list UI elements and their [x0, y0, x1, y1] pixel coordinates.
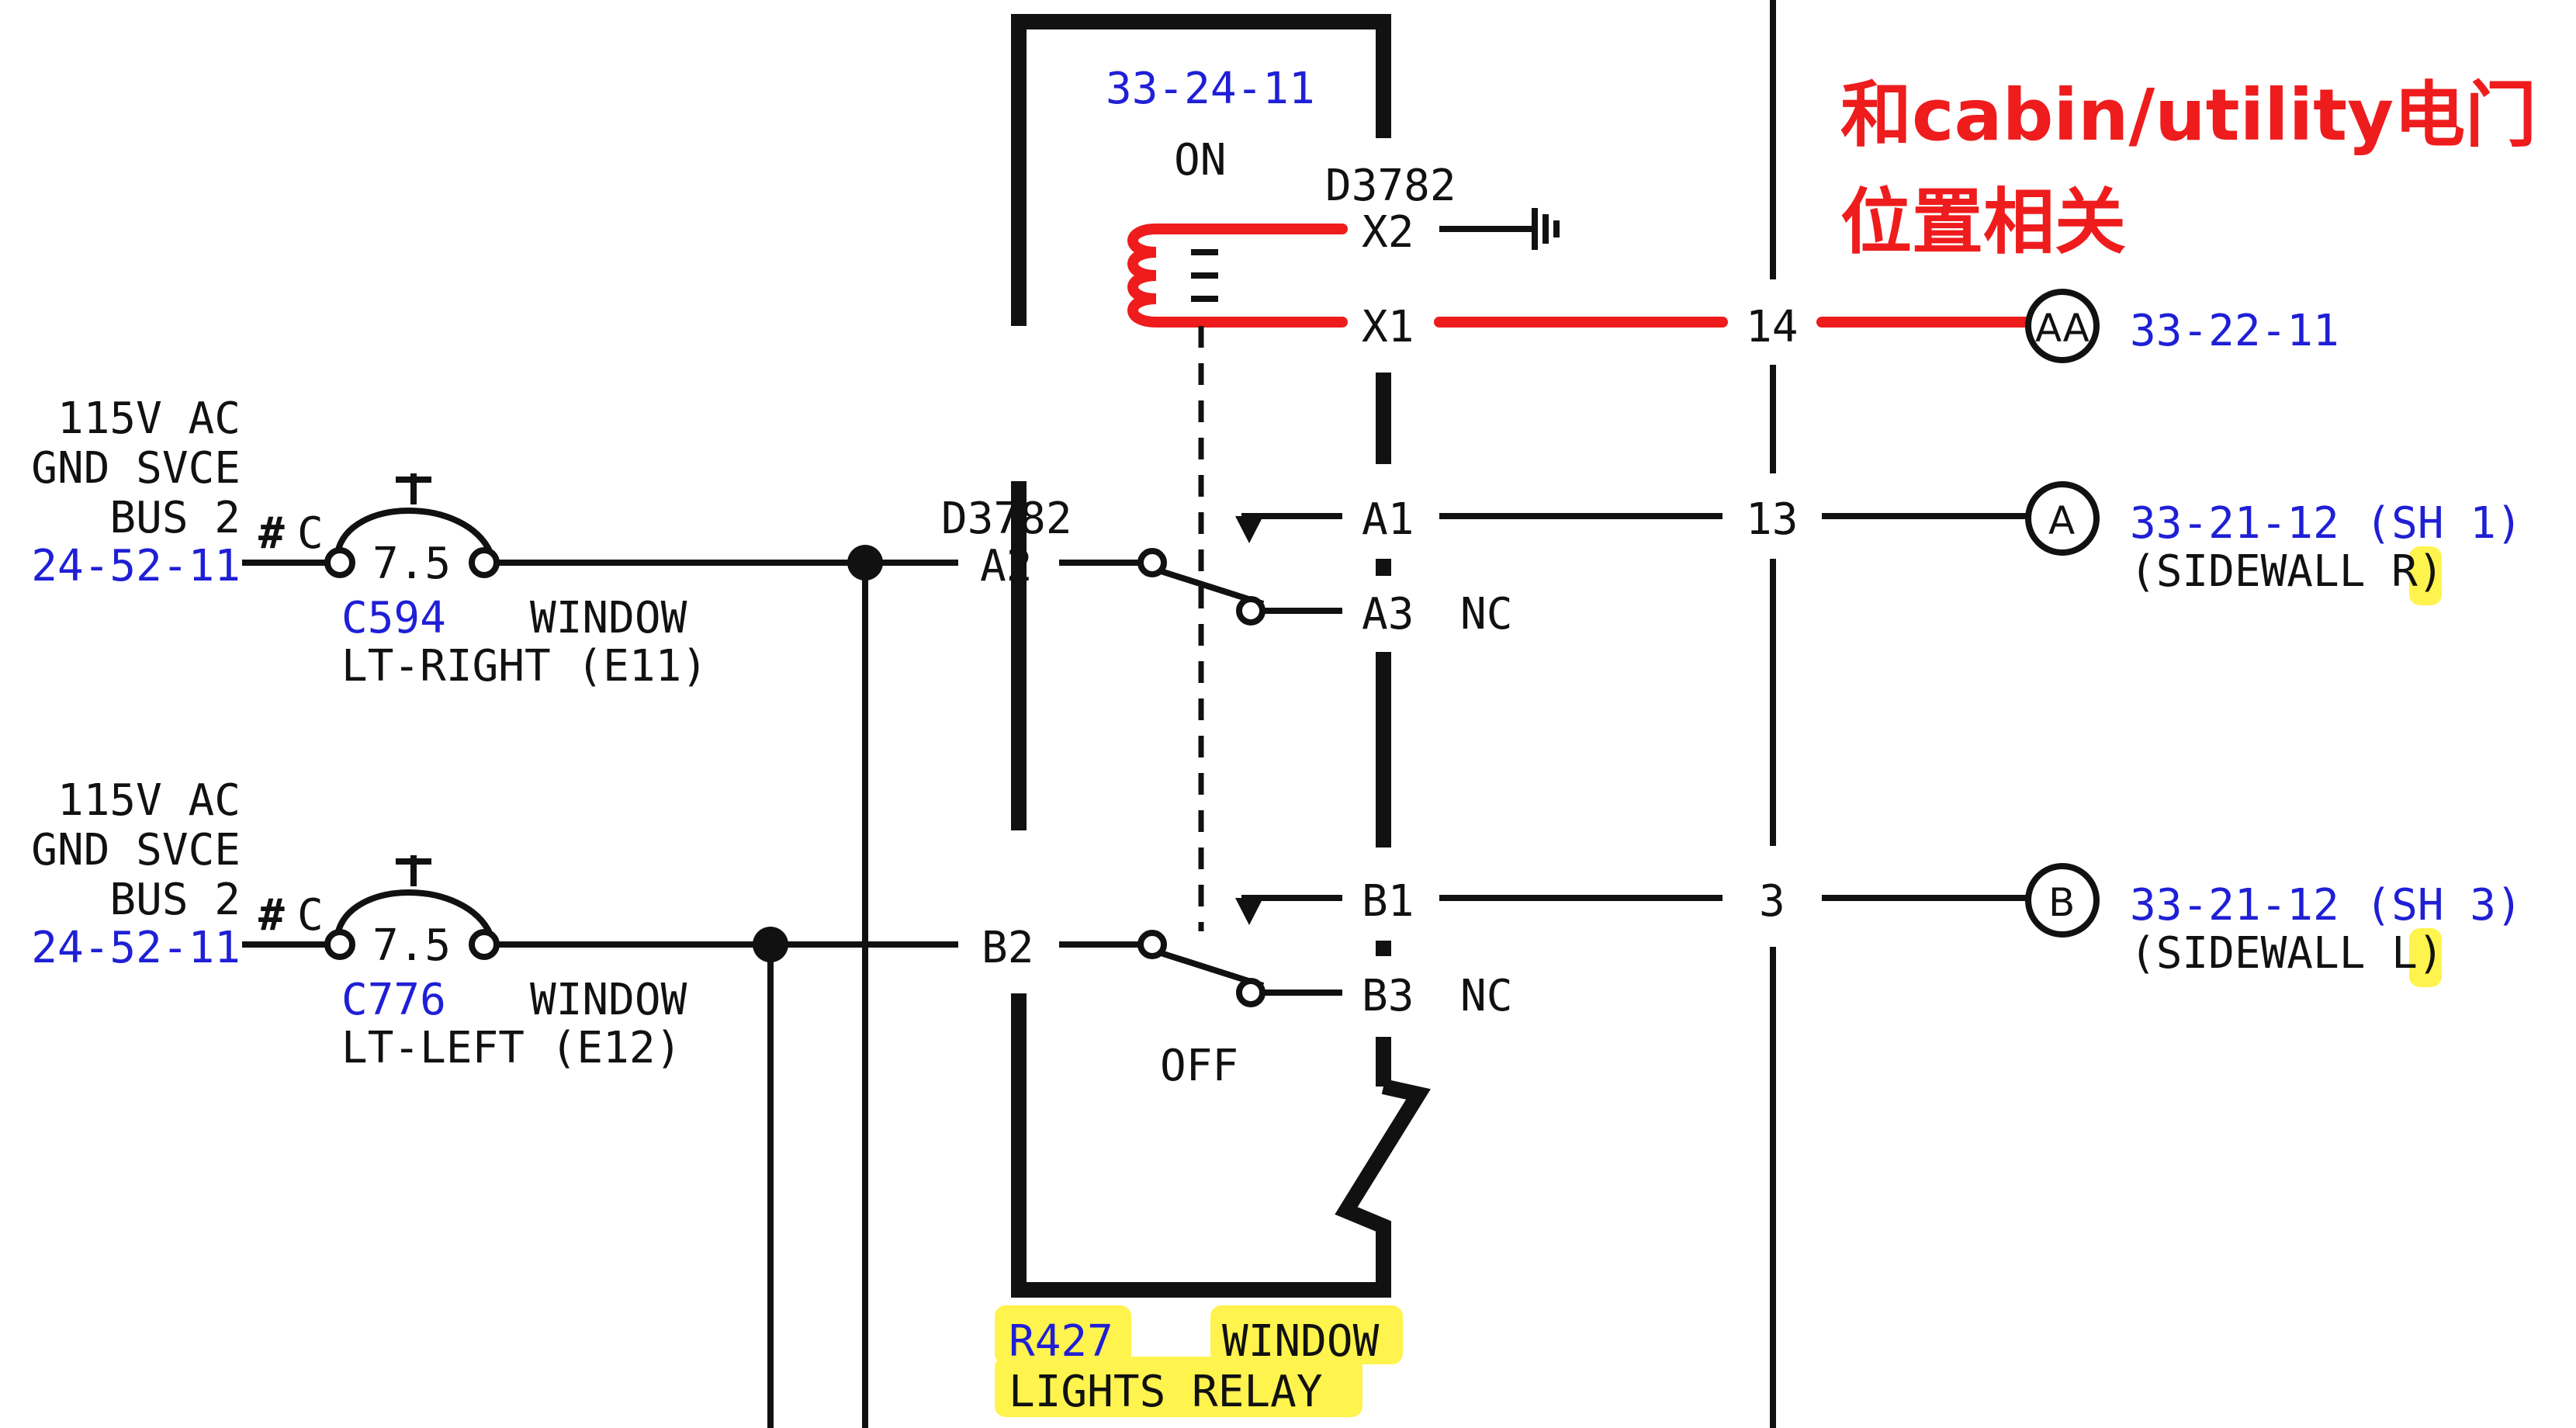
- destination-circles: [2025, 289, 2100, 938]
- breaker-source-2: GND SVCE: [31, 825, 241, 875]
- breaker-source-1: 115V AC: [57, 775, 241, 826]
- pin-b1: B1: [1362, 876, 1414, 927]
- highlight-markers: [995, 546, 2442, 1417]
- breaker-pole: C: [297, 508, 324, 559]
- relay-top-ref: 33-24-11: [1106, 64, 1315, 114]
- wire-number-a1: 13: [1746, 494, 1798, 545]
- breaker-id: C776: [341, 975, 446, 1025]
- destination-a-symbol: A: [2048, 498, 2075, 543]
- breaker-id: C594: [341, 593, 446, 643]
- breaker-pole: C: [297, 890, 324, 941]
- sidewall-l-highlight: [2409, 928, 2442, 987]
- destination-a-note: (SIDEWALL R): [2130, 546, 2444, 597]
- caption-highlight-3: [995, 1357, 1362, 1417]
- breaker-source-ref: 24-52-11: [31, 541, 241, 591]
- pin-b3: B3: [1362, 971, 1414, 1021]
- breaker-name-1: WINDOW: [530, 593, 687, 643]
- relay-caption-word: WINDOW: [1222, 1316, 1380, 1367]
- relay-name-top: D3782: [1325, 161, 1456, 211]
- breaker-source-1: 115V AC: [57, 393, 241, 444]
- breaker-prefix: #: [258, 890, 285, 941]
- sidewall-r-highlight: [2409, 546, 2442, 605]
- destination-a-ref: 33-21-12 (SH 1): [2130, 498, 2522, 549]
- destination-a-circle: [2025, 481, 2100, 556]
- breaker-source-2: GND SVCE: [31, 443, 241, 494]
- breaker-rating: 7.5: [372, 539, 451, 589]
- breaker-rating: 7.5: [372, 920, 451, 971]
- wires: [242, 473, 2027, 1428]
- breaker-source-3: BUS 2: [109, 875, 241, 925]
- breaker-c594: 115V AC GND SVCE BUS 2 24-52-11 # C 7.5 …: [31, 393, 708, 691]
- relay-name-left: D3782: [941, 494, 1072, 544]
- annotation-line-1: 和cabin/utility电门: [1840, 74, 2536, 157]
- pin-a3: A3: [1362, 589, 1414, 639]
- pin-x1: X1: [1362, 302, 1414, 352]
- caption-highlight-1: [995, 1305, 1131, 1364]
- destination-b-ref: 33-21-12 (SH 3): [2130, 880, 2522, 931]
- relay-off-label: OFF: [1160, 1041, 1238, 1091]
- terminals: [324, 547, 1265, 1007]
- destination-b-circle: [2025, 863, 2100, 938]
- annotation-line-2: 位置相关: [1840, 181, 2126, 264]
- breaker-source-3: BUS 2: [109, 493, 241, 543]
- destination-aa-circle: [2025, 289, 2100, 363]
- breaker-prefix: #: [258, 508, 285, 559]
- pin-a2: A2: [980, 541, 1032, 591]
- relay-caption-id: R427: [1009, 1316, 1113, 1367]
- junction-dots: [753, 545, 883, 962]
- coil-ticks: [1191, 249, 1218, 302]
- wire-number-b1: 3: [1759, 876, 1785, 927]
- destination-b-symbol: B: [2048, 880, 2075, 925]
- breaker-name-1: WINDOW: [530, 975, 687, 1025]
- contact-markers: [1235, 516, 1263, 925]
- relay-enclosure: [1011, 14, 1431, 1298]
- pin-a1: A1: [1362, 494, 1414, 545]
- wire-number-x1: 14: [1746, 302, 1798, 352]
- breaker-source-ref: 24-52-11: [31, 923, 241, 973]
- relay-on-label: ON: [1174, 135, 1226, 185]
- relay-caption-line2: LIGHTS RELAY: [1009, 1367, 1323, 1417]
- breaker-name-2: LT-RIGHT (E11): [341, 641, 708, 691]
- destination-aa-ref: 33-22-11: [2130, 306, 2339, 356]
- destination-b-note: (SIDEWALL L): [2130, 928, 2444, 979]
- destination-aa-symbol: AA: [2035, 306, 2090, 351]
- breaker-name-2: LT-LEFT (E12): [341, 1023, 681, 1073]
- caption-highlight-2: [1210, 1305, 1403, 1364]
- ground-icon: [1439, 208, 1560, 250]
- nc-b-label: NC: [1460, 971, 1512, 1021]
- pin-x2: X2: [1362, 207, 1414, 258]
- pin-b2: B2: [982, 923, 1034, 973]
- relay-coil: [1127, 224, 2032, 328]
- breaker-c776: 115V AC GND SVCE BUS 2 24-52-11 # C 7.5 …: [31, 775, 687, 1073]
- nc-a-label: NC: [1460, 589, 1512, 639]
